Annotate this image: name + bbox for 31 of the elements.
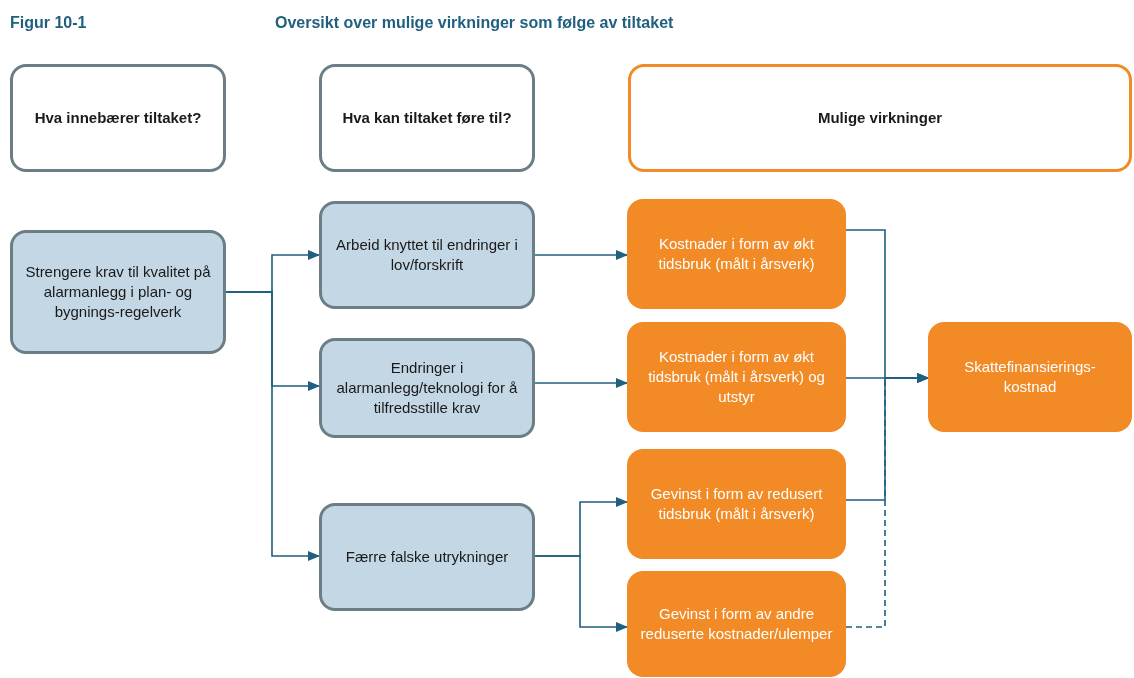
box-text: Mulige virkninger (817, 107, 943, 128)
box-text: Hva innebærer tiltaket? (34, 107, 202, 128)
box-text: Hva kan tiltaket føre til? (342, 107, 512, 128)
box-text: Færre falske utrykninger (345, 546, 509, 567)
process-box (319, 338, 535, 438)
header-box (319, 64, 535, 172)
box-text: Skattefinansierings-kostnad (963, 356, 1097, 397)
box-text: Arbeid knyttet til endringer i lov/forskrift (335, 234, 519, 275)
arrow (225, 291, 320, 561)
effect-box (627, 199, 846, 309)
figure-number: Figur 10-1 (10, 14, 87, 32)
arrow (534, 378, 628, 388)
box-text: Gevinst i form av redusert tidsbruk (målt i årsverk) (649, 483, 824, 524)
box-text: Kostnader i form av økt tidsbruk (målt i årsverk) (657, 233, 816, 274)
process-box (10, 230, 226, 354)
box-text: Strengere krav til kvalitet på alarmanlegg i plan- og bygnings-regelverk (24, 261, 212, 323)
effect-box (627, 571, 846, 677)
effect-box (928, 322, 1132, 432)
arrow (845, 373, 929, 628)
box-text: Kostnader i form av økt tidsbruk (målt i årsverk) og utstyr (647, 346, 826, 408)
arrow (534, 555, 628, 632)
effect-box (627, 322, 846, 432)
process-box (319, 201, 535, 309)
box-text: Gevinst i form av andre reduserte kostnader/ulemper (639, 603, 834, 644)
header-box (10, 64, 226, 172)
effect-box (627, 449, 846, 559)
box-text: Endringer i alarmanlegg/teknologi for å tilfredsstille krav (335, 357, 519, 419)
figure-title: Oversikt over mulige virkninger som følge av tiltaket (275, 14, 674, 32)
process-box (319, 503, 535, 611)
arrow (534, 250, 628, 260)
header-box (628, 64, 1132, 172)
